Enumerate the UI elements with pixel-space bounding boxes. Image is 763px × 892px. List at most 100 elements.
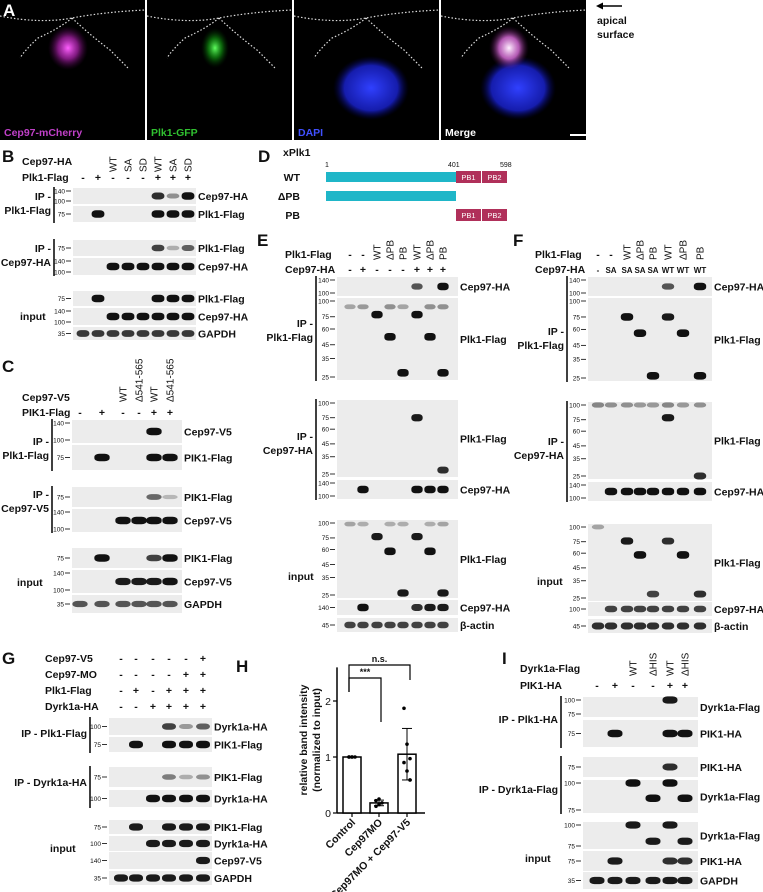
band bbox=[162, 516, 178, 525]
band bbox=[146, 794, 160, 803]
apical-surface-label: surface bbox=[597, 29, 635, 41]
lane-header-value: WT bbox=[629, 660, 640, 676]
band-label: Plk1-Flag bbox=[460, 334, 507, 346]
mw-marker: 75 bbox=[58, 296, 66, 303]
lane-header-value: - bbox=[134, 701, 138, 713]
band bbox=[106, 262, 120, 271]
y-axis-label: relative band intensity bbox=[298, 684, 310, 795]
band bbox=[146, 874, 160, 882]
lane-header-value: - bbox=[597, 266, 600, 275]
band bbox=[196, 723, 210, 730]
mw-marker: 25 bbox=[573, 595, 581, 602]
band bbox=[162, 600, 178, 608]
band bbox=[129, 823, 143, 831]
band bbox=[589, 876, 605, 885]
ip-group-label: IP - bbox=[35, 243, 52, 255]
lane-header-value: - bbox=[81, 172, 85, 184]
band bbox=[146, 554, 162, 562]
band bbox=[662, 876, 678, 885]
lane-header-value: - bbox=[141, 172, 145, 184]
band bbox=[620, 487, 634, 496]
band-label: Cep97-HA bbox=[460, 282, 511, 294]
band bbox=[677, 837, 693, 845]
band bbox=[115, 600, 131, 608]
lane-header-value: - bbox=[151, 653, 155, 665]
band bbox=[181, 192, 195, 200]
band-label: Cep97-HA bbox=[714, 487, 763, 499]
band bbox=[166, 210, 180, 218]
band bbox=[94, 554, 110, 562]
band bbox=[424, 304, 436, 310]
caption-3: Merge bbox=[445, 127, 476, 139]
band bbox=[121, 312, 135, 321]
band-label: Plk1-Flag bbox=[198, 294, 245, 306]
band bbox=[424, 603, 436, 612]
band bbox=[91, 330, 105, 337]
ip-group-label: input bbox=[525, 853, 551, 865]
lane-header-value: Δ541-565 bbox=[135, 358, 146, 402]
band-label: Plk1-Flag bbox=[198, 209, 245, 221]
lane-header-value: PB bbox=[399, 246, 410, 260]
band-label: PIK1-Flag bbox=[214, 772, 262, 784]
blot-strip: 75 Plk1-Flag bbox=[58, 291, 245, 306]
polo-box-label: PB2 bbox=[487, 211, 501, 220]
mw-marker: 100 bbox=[54, 319, 65, 326]
lane-header-value: ΔPB bbox=[426, 240, 437, 260]
band bbox=[162, 577, 178, 586]
band bbox=[179, 874, 193, 882]
band bbox=[607, 729, 623, 738]
panel-letter-i: I bbox=[502, 649, 507, 668]
lane-header-value: - bbox=[348, 249, 352, 261]
lane-header-value: + bbox=[667, 680, 673, 692]
band bbox=[162, 453, 178, 462]
band bbox=[437, 521, 449, 527]
band bbox=[646, 402, 660, 408]
mw-marker: 75 bbox=[573, 539, 581, 546]
band bbox=[633, 329, 647, 338]
band bbox=[179, 740, 193, 749]
band bbox=[344, 521, 356, 527]
band-label: PIK1-HA bbox=[700, 729, 742, 741]
lane-header-value: - bbox=[631, 680, 635, 692]
data-point bbox=[377, 797, 381, 801]
band bbox=[604, 605, 618, 613]
band bbox=[357, 603, 369, 612]
band bbox=[196, 856, 210, 865]
band-label: Plk1-Flag bbox=[714, 558, 761, 570]
caption-2: DAPI bbox=[298, 127, 323, 139]
band bbox=[397, 304, 409, 310]
band bbox=[72, 600, 88, 608]
band bbox=[411, 485, 423, 494]
band bbox=[166, 330, 180, 337]
mw-marker: 25 bbox=[573, 375, 581, 382]
band bbox=[633, 551, 647, 559]
band bbox=[151, 192, 165, 200]
data-point bbox=[377, 802, 381, 807]
mw-marker: 75 bbox=[58, 211, 66, 218]
band bbox=[162, 839, 176, 848]
band bbox=[411, 283, 423, 290]
band bbox=[424, 521, 436, 527]
band bbox=[384, 621, 396, 629]
band-label: Plk1-Flag bbox=[460, 554, 507, 566]
lane-header-value: + bbox=[133, 685, 139, 697]
mw-marker: 75 bbox=[568, 858, 576, 865]
data-point bbox=[408, 756, 412, 761]
data-point bbox=[380, 801, 384, 805]
band bbox=[129, 874, 143, 882]
lane-header-value: + bbox=[200, 701, 206, 713]
band bbox=[181, 210, 195, 218]
